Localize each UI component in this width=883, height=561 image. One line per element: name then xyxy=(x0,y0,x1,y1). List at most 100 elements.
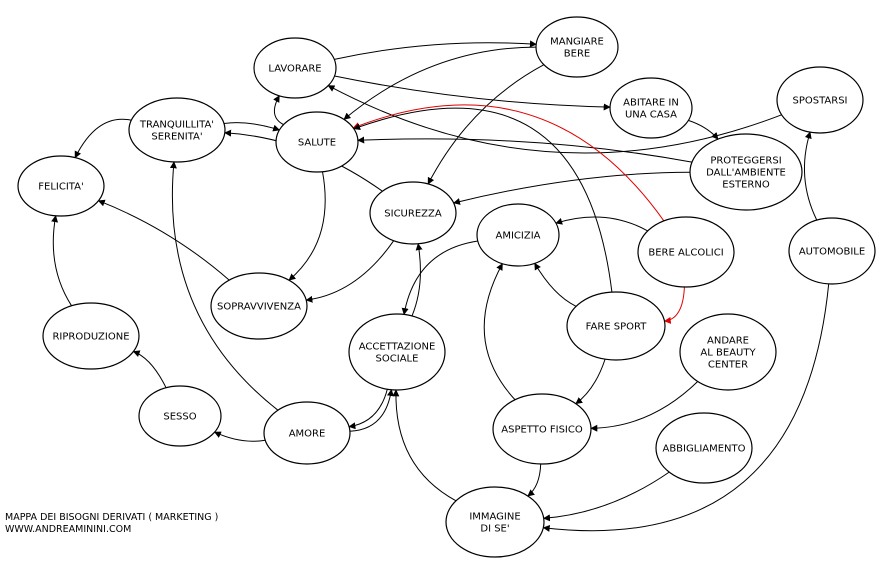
node-label: FARE SPORT xyxy=(586,322,648,333)
node-label: CENTER xyxy=(708,360,748,371)
node-aspetto-fisico: ASPETTO FISICO xyxy=(492,393,592,465)
node-label: SALUTE xyxy=(298,138,336,149)
edge-amore-to-sesso xyxy=(213,431,266,442)
node-label: UNA CASA xyxy=(625,110,677,121)
edge-tranquillita-to-felicita xyxy=(74,118,132,159)
edge-fare-sport-to-amicizia xyxy=(534,262,577,307)
node-label: AMORE xyxy=(289,429,326,440)
edge-salute-to-lavorare xyxy=(273,95,284,126)
node-felicita: FELICITA' xyxy=(17,155,105,217)
edge-tranquillita-to-salute xyxy=(223,122,281,132)
node-label: SOPRAVVIVENZA xyxy=(217,302,301,313)
node-bere-alcolici: BERE ALCOLICI xyxy=(637,216,735,288)
node-label: IMMAGINE xyxy=(469,512,520,523)
node-label: AL BEAUTY xyxy=(700,348,756,359)
node-label: BERE ALCOLICI xyxy=(648,248,723,259)
edge-immagine-to-accettazione xyxy=(392,389,457,502)
edge-proteggersi-to-salute xyxy=(357,136,692,163)
edge-salute-to-sopravvivenza xyxy=(288,171,326,281)
edge-automobile-to-immagine xyxy=(542,283,830,532)
edge-bere-alcolici-to-fare-sport xyxy=(663,286,685,324)
node-spostarsi: SPOSTARSI xyxy=(776,66,864,134)
node-shape xyxy=(138,385,222,447)
edge-mangiare-to-sicurezza xyxy=(427,64,545,185)
node-label: TRANQUILLITA' xyxy=(139,120,214,131)
node-shape xyxy=(492,393,592,465)
node-label: ANDARE xyxy=(707,336,749,347)
edge-aspetto-fisico-to-amicizia xyxy=(483,263,516,401)
node-sopravvivenza: SOPRAVVIVENZA xyxy=(210,272,308,340)
edge-lavorare-to-mangiare xyxy=(334,40,537,60)
caption: MAPPA DEI BISOGNI DERIVATI ( MARKETING )… xyxy=(5,512,218,536)
node-shape xyxy=(42,302,140,370)
node-label: DALL'AMBIENTE xyxy=(706,168,786,179)
node-lavorare: LAVORARE xyxy=(253,37,337,99)
node-shape xyxy=(609,77,693,139)
edge-amore-to-tranquillita xyxy=(169,161,279,411)
node-salute: SALUTE xyxy=(275,111,359,173)
node-riproduzione: RIPRODUZIONE xyxy=(42,302,140,370)
node-label: FELICITA' xyxy=(38,182,83,193)
node-shape xyxy=(210,272,308,340)
edge-accettazione-to-amore xyxy=(348,389,388,430)
node-label: ABITARE IN xyxy=(623,98,679,109)
node-shape xyxy=(476,203,560,267)
node-sesso: SESSO xyxy=(138,385,222,447)
edge-fare-sport-to-salute xyxy=(353,107,613,293)
edge-sicurezza-to-sopravvivenza xyxy=(305,240,395,303)
node-shape xyxy=(776,66,864,134)
node-label: ASPETTO FISICO xyxy=(501,425,583,436)
node-sicurezza: SICUREZZA xyxy=(369,181,457,245)
edge-bere-alcolici-to-salute xyxy=(352,104,665,222)
node-shape xyxy=(679,313,777,391)
node-tranquillita: TRANQUILLITA'SERENITA' xyxy=(128,97,226,163)
edge-lavorare-to-abitare xyxy=(334,75,611,111)
node-label: SESSO xyxy=(163,412,196,423)
node-automobile: AUTOMOBILE xyxy=(788,217,876,285)
node-shape xyxy=(655,412,753,484)
node-shape xyxy=(275,111,359,173)
node-shape xyxy=(445,486,545,558)
node-abbigliamento: ABBIGLIAMENTO xyxy=(655,412,753,484)
node-shape xyxy=(566,291,666,361)
caption-title: MAPPA DEI BISOGNI DERIVATI ( MARKETING ) xyxy=(5,512,219,523)
edge-fare-sport-to-aspetto-fisico xyxy=(575,358,606,405)
edge-aspetto-fisico-to-immagine xyxy=(527,463,542,497)
node-label: SPOSTARSI xyxy=(792,96,847,107)
edge-amore-to-accettazione xyxy=(349,389,394,432)
edge-riproduzione-to-felicita xyxy=(51,215,73,307)
node-label: ESTERNO xyxy=(722,180,770,191)
edge-automobile-to-spostarsi xyxy=(803,131,818,221)
node-label: SICUREZZA xyxy=(384,209,442,220)
node-label: AUTOMOBILE xyxy=(799,247,865,258)
node-shape xyxy=(788,217,876,285)
caption-website: WWW.ANDREAMININI.COM xyxy=(5,524,132,535)
node-shape xyxy=(17,155,105,217)
edge-bere-alcolici-to-amicizia xyxy=(555,216,648,232)
node-label: ABBIGLIAMENTO xyxy=(662,444,745,455)
node-fare-sport: FARE SPORT xyxy=(566,291,666,361)
node-label: BERE xyxy=(564,49,590,60)
node-shape xyxy=(348,313,446,391)
node-label: MANGIARE xyxy=(550,37,604,48)
edge-sopravvivenza-to-felicita xyxy=(97,199,230,281)
edge-mangiare-to-salute xyxy=(343,46,537,120)
edge-accettazione-to-sicurezza xyxy=(411,243,423,317)
edge-abitare-to-proteggersi xyxy=(688,119,719,140)
edge-proteggersi-to-sicurezza xyxy=(453,171,691,205)
node-label: SERENITA' xyxy=(151,132,202,143)
node-shape xyxy=(263,401,351,465)
edge-sesso-to-riproduzione xyxy=(132,350,167,389)
node-shape xyxy=(253,37,337,99)
node-shape xyxy=(689,133,803,211)
node-label: PROTEGGERSI xyxy=(710,156,781,167)
edge-amicizia-to-accettazione xyxy=(401,240,478,316)
node-label: DI SE' xyxy=(480,524,509,535)
node-shape xyxy=(128,97,226,163)
